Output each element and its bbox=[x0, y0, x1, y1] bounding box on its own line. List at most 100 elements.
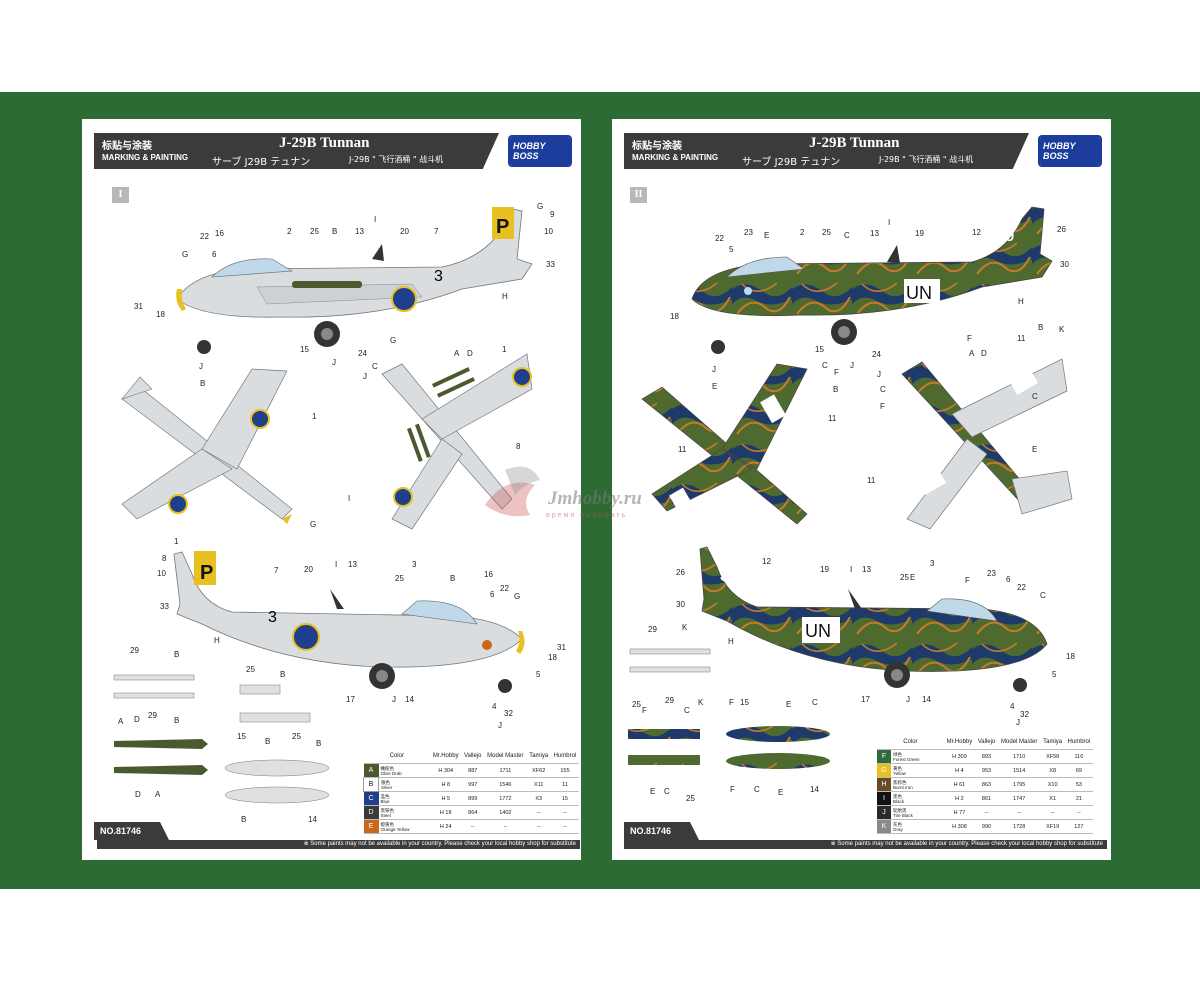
svg-text:J: J bbox=[363, 372, 367, 381]
svg-text:16: 16 bbox=[484, 570, 493, 579]
sheet-header: 标贴与涂装 MARKING & PAINTING J-29B Tunnan サー… bbox=[94, 133, 499, 169]
svg-text:G: G bbox=[537, 202, 543, 211]
svg-text:1: 1 bbox=[502, 345, 507, 354]
svg-text:13: 13 bbox=[348, 560, 357, 569]
footer-note: ※ Some paints may not be available in yo… bbox=[97, 840, 580, 849]
svg-text:25: 25 bbox=[822, 228, 831, 237]
svg-text:B: B bbox=[316, 739, 321, 748]
svg-text:F: F bbox=[967, 334, 972, 343]
svg-text:P: P bbox=[496, 216, 509, 238]
svg-text:F: F bbox=[965, 576, 970, 585]
svg-text:12: 12 bbox=[972, 228, 981, 237]
svg-text:18: 18 bbox=[1066, 652, 1075, 661]
svg-text:31: 31 bbox=[134, 302, 143, 311]
svg-text:29: 29 bbox=[148, 711, 157, 720]
svg-text:A: A bbox=[118, 717, 124, 726]
svg-text:12: 12 bbox=[762, 557, 771, 566]
svg-text:30: 30 bbox=[1060, 260, 1069, 269]
svg-text:1: 1 bbox=[174, 537, 179, 546]
svg-text:13: 13 bbox=[355, 227, 364, 236]
svg-text:29: 29 bbox=[665, 696, 674, 705]
svg-text:14: 14 bbox=[405, 695, 414, 704]
svg-text:5: 5 bbox=[729, 245, 734, 254]
svg-text:14: 14 bbox=[810, 785, 819, 794]
svg-text:P: P bbox=[200, 562, 213, 584]
svg-text:31: 31 bbox=[557, 643, 566, 652]
svg-text:26: 26 bbox=[676, 568, 685, 577]
svg-text:22: 22 bbox=[1017, 583, 1026, 592]
svg-text:C: C bbox=[1040, 591, 1046, 600]
svg-text:H: H bbox=[214, 636, 220, 645]
hobbyboss-logo: HOBBY BOSS bbox=[508, 135, 572, 167]
svg-text:H: H bbox=[1018, 297, 1024, 306]
svg-text:B: B bbox=[280, 670, 285, 679]
svg-text:29: 29 bbox=[648, 625, 657, 634]
svg-text:6: 6 bbox=[212, 250, 217, 259]
header-title: J-29B Tunnan bbox=[279, 135, 370, 151]
un-marking: UN bbox=[906, 283, 932, 303]
instruction-sheet-right: 标贴与涂装 MARKING & PAINTING J-29B Tunnan サー… bbox=[612, 119, 1111, 860]
un-aircraft-profile-top: UN J bbox=[691, 206, 1053, 354]
svg-text:E: E bbox=[650, 787, 655, 796]
svg-text:J: J bbox=[392, 695, 396, 704]
aircraft-planform-bottom bbox=[381, 353, 533, 530]
svg-text:B: B bbox=[450, 574, 455, 583]
svg-text:B: B bbox=[241, 815, 246, 824]
svg-text:15: 15 bbox=[237, 732, 246, 741]
svg-text:5: 5 bbox=[536, 670, 541, 679]
svg-text:I: I bbox=[335, 560, 337, 569]
svg-text:3: 3 bbox=[412, 560, 417, 569]
un-camo-scheme-artwork: UN J UN J bbox=[628, 206, 1075, 803]
header-cn-label: 标贴与涂装 bbox=[102, 141, 152, 152]
svg-text:11: 11 bbox=[1017, 334, 1026, 343]
svg-text:32: 32 bbox=[504, 709, 513, 718]
svg-text:F: F bbox=[880, 402, 885, 411]
svg-text:17: 17 bbox=[861, 695, 870, 704]
svg-text:E: E bbox=[778, 788, 783, 797]
header-en-label: MARKING & PAINTING bbox=[102, 153, 189, 162]
svg-text:I: I bbox=[888, 218, 890, 227]
svg-text:J: J bbox=[498, 721, 502, 730]
instruction-sheet-left: 标贴与涂装 MARKING & PAINTING J-29B Tunnan サー… bbox=[82, 119, 581, 860]
aircraft-right-profile-bottom: 3 P bbox=[173, 551, 525, 693]
svg-text:J: J bbox=[199, 362, 203, 371]
svg-text:C: C bbox=[1032, 392, 1038, 401]
svg-text:25: 25 bbox=[632, 700, 641, 709]
svg-text:22: 22 bbox=[200, 232, 209, 241]
svg-text:D: D bbox=[467, 349, 473, 358]
svg-text:B: B bbox=[1038, 323, 1043, 332]
svg-text:9: 9 bbox=[550, 210, 555, 219]
svg-text:G: G bbox=[390, 336, 396, 345]
svg-text:K: K bbox=[682, 623, 688, 632]
svg-text:22: 22 bbox=[715, 234, 724, 243]
header-cn-title: J-29B " 飞行酒桶 " 战斗机 bbox=[349, 155, 444, 164]
svg-text:C: C bbox=[664, 787, 670, 796]
svg-text:D: D bbox=[981, 349, 987, 358]
svg-text:11: 11 bbox=[828, 414, 837, 423]
svg-text:J: J bbox=[1005, 224, 1015, 246]
scheme-number-badge: I bbox=[112, 187, 129, 203]
svg-text:K: K bbox=[698, 698, 704, 707]
header-jp-title: サーブ J29B テュナン bbox=[212, 157, 311, 168]
svg-text:18: 18 bbox=[670, 312, 679, 321]
svg-text:24: 24 bbox=[358, 349, 367, 358]
svg-text:33: 33 bbox=[160, 602, 169, 611]
svg-text:19: 19 bbox=[820, 565, 829, 574]
header-cn-label: 标贴与涂装 bbox=[632, 141, 682, 152]
svg-text:F: F bbox=[730, 785, 735, 794]
svg-text:15: 15 bbox=[740, 698, 749, 707]
hobbyboss-logo: HOBBY BOSS bbox=[1038, 135, 1102, 167]
product-number: NO.81746 bbox=[624, 822, 699, 840]
svg-text:H: H bbox=[502, 292, 508, 301]
header-en-label: MARKING & PAINTING bbox=[632, 153, 719, 162]
svg-text:32: 32 bbox=[1020, 710, 1029, 719]
svg-text:16: 16 bbox=[215, 229, 224, 238]
svg-text:J: J bbox=[712, 365, 716, 374]
